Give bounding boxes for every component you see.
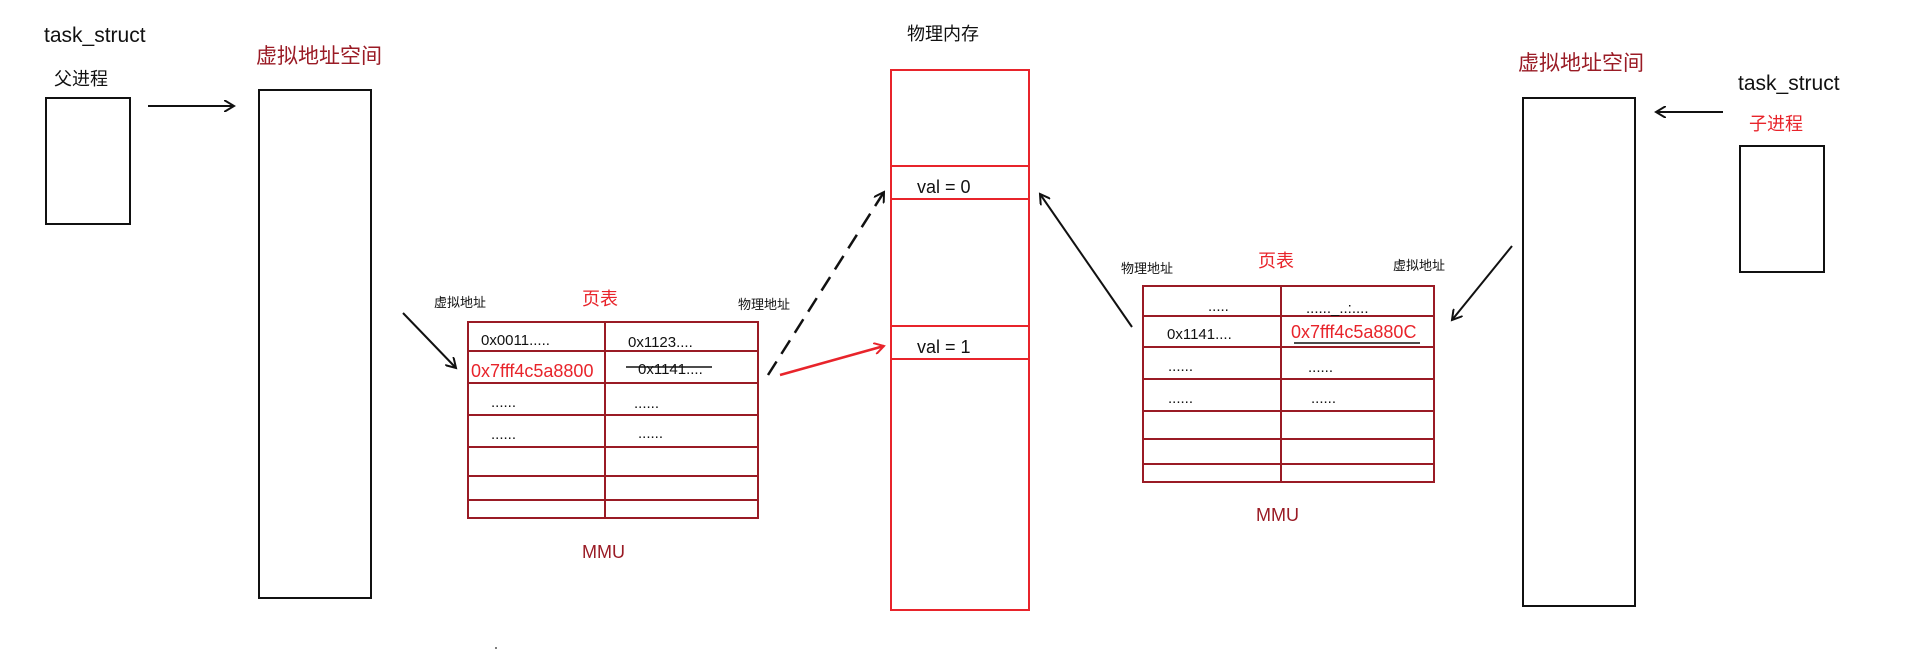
right-row-0-virtual: ......_..:.... <box>1306 300 1369 317</box>
physical-val-1-label: val = 1 <box>917 337 971 357</box>
left-table-row: 0x0011..... 0x1123.... <box>481 332 693 351</box>
right-row-3-virtual: ...... <box>1311 390 1336 407</box>
child-task-struct-box <box>1739 145 1825 273</box>
right-row-3-physical: ...... <box>1168 390 1193 407</box>
left-virtual-address-header: 虚拟地址 <box>434 295 486 310</box>
right-table-row: ...... ...... <box>1168 390 1336 407</box>
right-mmu-label: MMU <box>1256 505 1299 525</box>
left-row-0-virtual: 0x0011..... <box>481 332 550 349</box>
parent-task-struct-label: task_struct <box>44 24 146 47</box>
right-page-table-title: 页表 <box>1258 251 1294 271</box>
right-physical-address-header: 物理地址 <box>1121 261 1173 276</box>
new-mapping-red-arrow <box>779 346 884 377</box>
right-row-0-physical: ..... <box>1208 298 1229 315</box>
right-page-table <box>1142 285 1435 483</box>
left-row-3-physical: ...... <box>638 425 663 442</box>
right-virtual-address-header: 虚拟地址 <box>1393 258 1445 273</box>
child-task-struct-label: task_struct <box>1738 72 1840 95</box>
left-table-row: ...... ...... <box>491 394 659 412</box>
right-table-row: 0x1141.... 0x7fff4c5a880C <box>1167 322 1420 344</box>
left-row-2-physical: ...... <box>634 395 659 412</box>
left-row-1-virtual: 0x7fff4c5a8800 <box>471 361 593 381</box>
right-row-1-virtual: 0x7fff4c5a880C <box>1291 322 1416 342</box>
right-row-2-physical: ...... <box>1168 358 1193 375</box>
left-row-1-physical: 0x1141.... <box>638 361 703 378</box>
left-page-table-title: 页表 <box>582 289 618 309</box>
physical-page-val-0 <box>890 165 1030 200</box>
left-physical-address-header: 物理地址 <box>738 297 790 312</box>
parent-vspace-label: 虚拟地址空间 <box>256 45 382 68</box>
child-mapping-arrow <box>1040 194 1133 328</box>
right-table-row: ..... ......_..:.... <box>1208 298 1369 317</box>
right-row-2-virtual: ...... <box>1308 359 1333 376</box>
right-row-1-physical: 0x1141.... <box>1167 326 1232 343</box>
left-table-row: ...... ...... <box>491 425 663 443</box>
parent-task-struct-box <box>45 97 131 225</box>
left-page-table <box>467 321 759 519</box>
child-vspace-label: 虚拟地址空间 <box>1518 52 1644 75</box>
left-mmu-label: MMU <box>582 542 625 562</box>
parent-virtual-address-space <box>258 89 372 599</box>
physical-val-0-label: val = 0 <box>917 177 971 197</box>
left-row-2-virtual: ...... <box>491 394 516 411</box>
physical-page-val-1 <box>890 325 1030 360</box>
left-row-3-virtual: ...... <box>491 426 516 443</box>
physical-memory-title: 物理内存 <box>907 24 979 44</box>
child-vspace-to-table-arrow <box>1452 245 1513 320</box>
left-row-0-physical: 0x1123.... <box>628 334 693 351</box>
parent-process-label: 父进程 <box>54 69 108 89</box>
vspace-to-page-table-arrow <box>402 312 456 368</box>
child-virtual-address-space <box>1522 97 1636 607</box>
child-process-label: 子进程 <box>1749 114 1803 134</box>
old-mapping-dashed-arrow <box>766 192 886 376</box>
stray-dot <box>495 647 497 649</box>
left-table-row: 0x7fff4c5a8800 0x1141.... <box>471 361 712 381</box>
right-table-row: ...... ...... <box>1168 358 1333 376</box>
